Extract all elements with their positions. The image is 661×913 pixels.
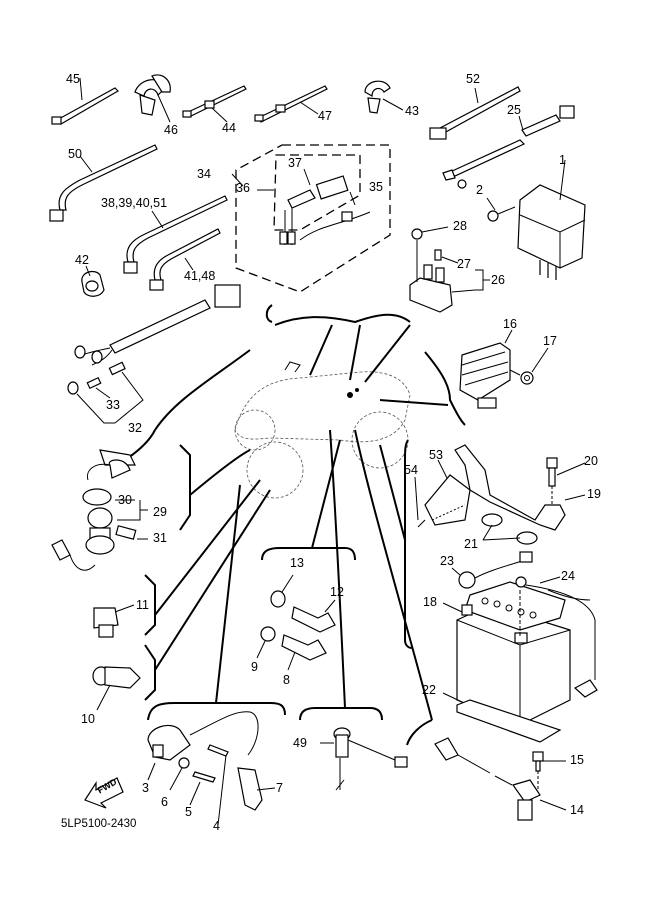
callout-14: 14 (570, 803, 584, 817)
switch-11 (93, 604, 135, 638)
callout-25: 25 (507, 103, 521, 117)
nut-17 (509, 347, 549, 385)
callout-10: 10 (81, 712, 95, 726)
callout-37: 37 (288, 156, 302, 170)
callout-35: 35 (369, 180, 383, 194)
cable-tie-47 (254, 85, 328, 123)
callout-38-39-40-51: 38,39,40,51 (101, 196, 168, 210)
callout-33: 33 (106, 398, 120, 412)
fwd-arrow-icon (84, 777, 124, 809)
callout-49: 49 (293, 736, 307, 750)
speed-sensor-14 (434, 737, 567, 821)
grommets-21 (481, 513, 538, 545)
parts-8-9-12-13 (256, 574, 336, 671)
callout-52: 52 (466, 72, 480, 86)
callout-22: 22 (422, 683, 436, 697)
rectifier-regulator-16 (459, 329, 513, 409)
cable-tie-52 (429, 86, 521, 140)
wire-lead-25 (442, 105, 575, 189)
cable-tie-45 (51, 77, 119, 125)
callout-4: 4 (213, 819, 220, 833)
diagram-code: 5LP5100-2430 (61, 818, 137, 830)
cdi-unit-1 (517, 159, 586, 280)
callout-41-48: 41,48 (184, 269, 216, 283)
callout-54: 54 (404, 463, 418, 477)
callout-15: 15 (570, 753, 584, 767)
ignition-coil-3 (147, 711, 276, 826)
callout-5: 5 (185, 805, 192, 819)
callout-45: 45 (66, 72, 80, 86)
callout-29: 29 (153, 505, 167, 519)
clamp-43 (364, 80, 404, 114)
callout-46: 46 (164, 123, 178, 137)
callout-16: 16 (503, 317, 517, 331)
callout-34: 34 (197, 167, 211, 181)
callout-47: 47 (318, 109, 332, 123)
callout-32: 32 (128, 421, 142, 435)
cable-tie-50 (49, 144, 158, 222)
screw-54 (414, 476, 426, 528)
callout-31: 31 (153, 531, 167, 545)
callout-21: 21 (464, 537, 478, 551)
battery-tray-22 (442, 692, 562, 743)
callout-23: 23 (440, 554, 454, 568)
cover-53 (424, 459, 471, 526)
callout-8: 8 (283, 673, 290, 687)
callout-11: 11 (136, 598, 149, 612)
clamp-46 (134, 74, 171, 123)
callout-1: 1 (559, 153, 566, 167)
cable-tie-41-48 (149, 228, 221, 291)
callout-36: 36 (236, 181, 250, 195)
callout-27: 27 (457, 257, 471, 271)
bolt-20 (546, 457, 586, 505)
switch-49 (320, 727, 408, 791)
callout-24: 24 (561, 569, 575, 583)
callout-30: 30 (118, 493, 132, 507)
callout-9: 9 (251, 660, 258, 674)
callout-44: 44 (222, 121, 236, 135)
leader-curves (124, 304, 466, 746)
callout-42: 42 (75, 253, 89, 267)
atv-outline (234, 361, 411, 499)
callout-43: 43 (405, 104, 419, 118)
screw-2 (486, 197, 516, 222)
callout-50: 50 (68, 147, 82, 161)
callout-2: 2 (476, 183, 483, 197)
harness-kit-34-group (231, 144, 391, 293)
wire-harness (67, 284, 241, 424)
battery-18 (442, 581, 571, 726)
callout-13: 13 (290, 556, 304, 570)
callout-17: 17 (543, 334, 557, 348)
callout-53: 53 (429, 448, 443, 462)
battery-cable-23 (451, 551, 533, 589)
battery-cable-24 (515, 576, 598, 698)
callout-20: 20 (584, 454, 598, 468)
cable-tie-44 (182, 85, 247, 123)
callout-3: 3 (142, 781, 149, 795)
callout-18: 18 (423, 595, 437, 609)
starter-relay-26 (409, 226, 490, 313)
battery-bracket-19 (454, 444, 586, 531)
callout-12: 12 (330, 585, 344, 599)
cable-tie-38-39-40-51 (123, 195, 228, 274)
callout-19: 19 (587, 487, 601, 501)
sensor-10 (92, 666, 141, 711)
main-switch-29 (51, 449, 148, 571)
callout-6: 6 (161, 795, 168, 809)
callout-26: 26 (491, 273, 505, 287)
callout-28: 28 (453, 219, 467, 233)
bolt-15 (532, 751, 566, 790)
grommet-42 (81, 265, 105, 297)
callout-7: 7 (276, 781, 283, 795)
